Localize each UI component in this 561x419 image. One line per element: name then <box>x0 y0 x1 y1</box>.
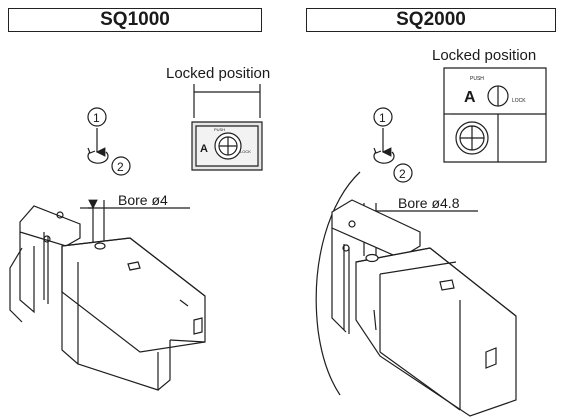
sq1000-step2-number: 2 <box>117 160 124 174</box>
sq2000-step1-number: 1 <box>379 111 386 125</box>
sq2000-step2-number: 2 <box>399 167 406 181</box>
sq2000-step2-circle <box>393 163 413 183</box>
sq2000-knob-a-mark: A <box>464 89 476 106</box>
sq2000-panel: Locked position A PUSH LOCK 1 2 Bore ø4.… <box>315 47 547 417</box>
sq1000-valve-body <box>9 205 206 391</box>
sq1000-rotate-arrow-icon <box>87 151 109 164</box>
sq1000-knob-lock-mark: LOCK <box>240 149 251 154</box>
sq2000-knob-lock-mark: LOCK <box>512 98 526 104</box>
sq1000-knob-a-mark: A <box>200 143 208 155</box>
sq1000-panel: Locked position A PUSH LOCK 1 2 <box>9 65 270 391</box>
sq2000-step1-circle <box>373 107 393 127</box>
sq1000-locked-position-label: Locked position <box>166 65 270 82</box>
sq2000-rotate-arrow-icon <box>373 151 395 164</box>
sq2000-bore-label: Bore ø4.8 <box>398 195 460 211</box>
sq1000-rotate-arrowhead <box>87 147 96 154</box>
sq2000-valve-body <box>315 171 517 417</box>
sq1000-step2-circle <box>111 156 131 176</box>
sq2000-knob-push-mark: PUSH <box>470 76 484 82</box>
sq2000-knob-inset: A PUSH LOCK <box>443 67 547 163</box>
sq1000-bore-label: Bore ø4 <box>118 192 168 208</box>
sq1000-locked-bracket <box>193 84 261 118</box>
sq2000-locked-position-label: Locked position <box>432 47 536 64</box>
sq1000-knob-inset: A PUSH LOCK <box>191 121 263 171</box>
sq1000-step1-number: 1 <box>93 111 100 125</box>
sq2000-rotate-arrowhead <box>373 147 382 154</box>
sq1000-title: SQ1000 <box>8 8 262 32</box>
sq2000-title: SQ2000 <box>306 8 556 32</box>
sq1000-step1-circle <box>87 107 107 127</box>
sq1000-knob-push-mark: PUSH <box>214 127 225 132</box>
